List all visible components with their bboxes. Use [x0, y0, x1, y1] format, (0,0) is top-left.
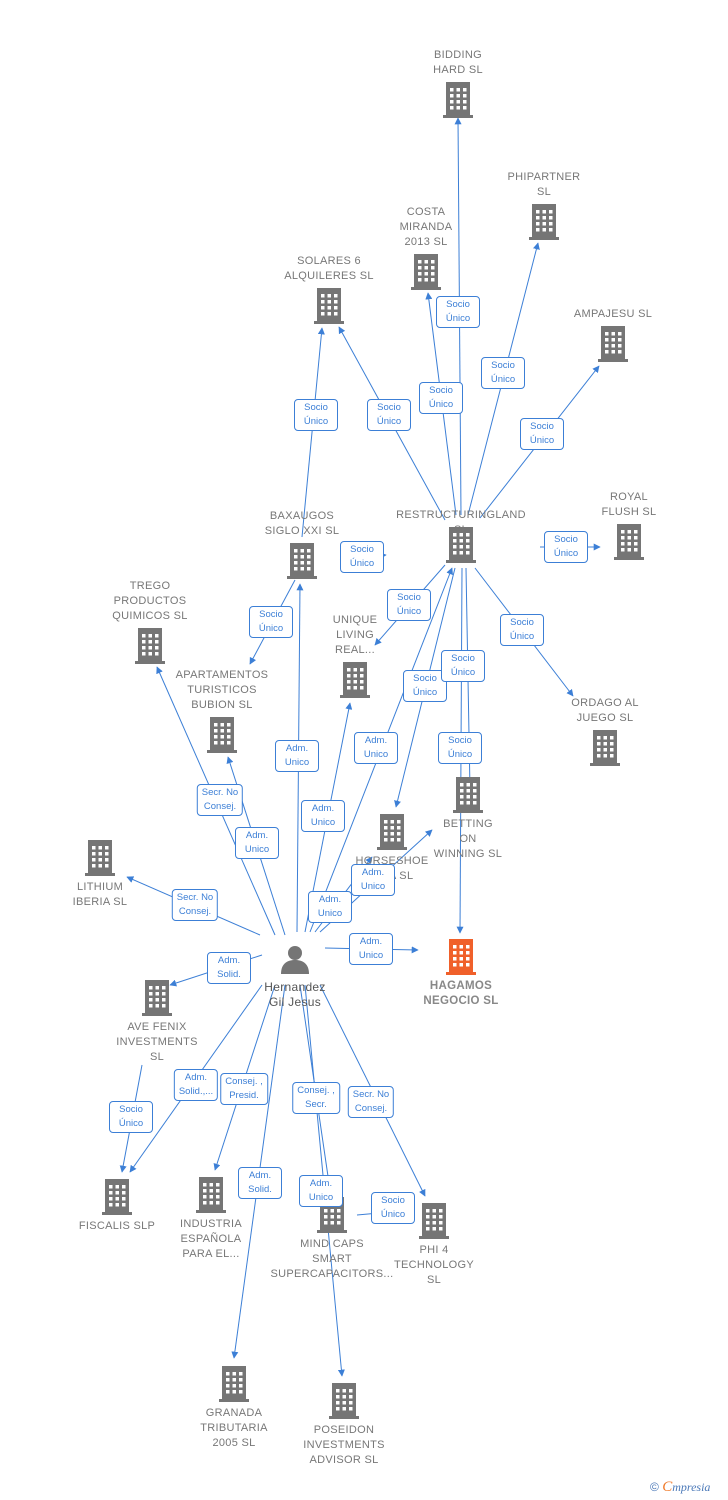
- relation-badge[interactable]: Adm. Unico: [299, 1175, 343, 1207]
- building-icon[interactable]: [196, 1177, 226, 1213]
- relation-badge[interactable]: Secr. No Consej.: [196, 784, 244, 816]
- building-icon[interactable]: [446, 939, 476, 975]
- relation-badge[interactable]: Socio Único: [294, 399, 338, 431]
- company-name[interactable]: LITHIUM IBERIA SL: [72, 881, 128, 908]
- building-icon[interactable]: [207, 717, 237, 753]
- relation-badge[interactable]: Adm. Unico: [349, 933, 393, 965]
- relation-badge[interactable]: Socio Único: [436, 296, 480, 328]
- relation-badge[interactable]: Socio Único: [520, 418, 564, 450]
- relation-badge[interactable]: Socio Único: [367, 399, 411, 431]
- company-name[interactable]: FISCALIS SLP: [78, 1220, 156, 1232]
- building-icon[interactable]: [590, 730, 620, 766]
- relation-badge[interactable]: Consej. , Presid.: [220, 1073, 268, 1105]
- company-name[interactable]: ROYAL FLUSH SL: [601, 491, 657, 518]
- relation-badge[interactable]: Adm. Solid.,...: [173, 1069, 219, 1101]
- building-icon[interactable]: [443, 82, 473, 118]
- relation-badge[interactable]: Adm. Solid.: [238, 1167, 282, 1199]
- company-name[interactable]: APARTAMENTOS TURISTICOS BUBION SL: [175, 669, 269, 711]
- company-name[interactable]: INDUSTRIA ESPAÑOLA PARA EL...: [180, 1218, 242, 1260]
- relation-badge[interactable]: Adm. Unico: [308, 891, 352, 923]
- company-name[interactable]: PHI 4 TECHNOLOGY SL: [393, 1244, 474, 1286]
- company-name[interactable]: BAXAUGOS SIGLO XXI SL: [264, 510, 340, 537]
- person-icon[interactable]: [280, 944, 310, 974]
- building-icon[interactable]: [142, 980, 172, 1016]
- building-icon[interactable]: [287, 543, 317, 579]
- relation-badge[interactable]: Socio Único: [249, 606, 293, 638]
- brand-name: mpresia: [672, 1480, 711, 1494]
- company-name[interactable]: UNIQUE LIVING REAL...: [332, 614, 378, 656]
- relation-badge[interactable]: Socio Único: [371, 1192, 415, 1224]
- company-name[interactable]: BETTING ON WINNING SL: [433, 818, 503, 860]
- company-name[interactable]: MIND CAPS SMART SUPERCAPACITORS...: [270, 1238, 394, 1280]
- relation-badge[interactable]: Socio Único: [441, 650, 485, 682]
- building-icon[interactable]: [446, 527, 476, 563]
- relation-badge[interactable]: Adm. Unico: [301, 800, 345, 832]
- relation-badge[interactable]: Socio Único: [481, 357, 525, 389]
- building-icon[interactable]: [102, 1179, 132, 1215]
- company-name[interactable]: AMPAJESU SL: [573, 308, 653, 320]
- brand-initial: C: [662, 1479, 673, 1495]
- building-icon[interactable]: [329, 1383, 359, 1419]
- company-name[interactable]: BIDDING HARD SL: [433, 49, 483, 76]
- company-name[interactable]: PHIPARTNER SL: [507, 171, 581, 198]
- copyright-symbol: ©: [650, 1480, 659, 1494]
- relation-badge[interactable]: Socio Único: [403, 670, 447, 702]
- relation-badge[interactable]: Socio Único: [109, 1101, 153, 1133]
- footer-brand: © Cmpresia: [650, 1479, 710, 1496]
- relation-badge[interactable]: Socio Único: [438, 732, 482, 764]
- relation-badge[interactable]: Socio Único: [419, 382, 463, 414]
- company-name[interactable]: TREGO PRODUCTOS QUIMICOS SL: [112, 580, 188, 622]
- building-icon[interactable]: [411, 254, 441, 290]
- building-icon[interactable]: [135, 628, 165, 664]
- company-name[interactable]: GRANADA TRIBUTARIA 2005 SL: [200, 1407, 268, 1449]
- edge-baxaugos-to-solares: [301, 327, 325, 538]
- relation-badge[interactable]: Adm. Unico: [351, 864, 395, 896]
- person-name[interactable]: Hernandez Gil Jesus: [264, 980, 326, 1009]
- relation-badge[interactable]: Socio Único: [500, 614, 544, 646]
- company-name[interactable]: SOLARES 6 ALQUILERES SL: [284, 255, 374, 282]
- relation-badge[interactable]: Adm. Unico: [354, 732, 398, 764]
- company-name[interactable]: POSEIDON INVESTMENTS ADVISOR SL: [303, 1424, 385, 1466]
- building-icon[interactable]: [314, 288, 344, 324]
- building-icon[interactable]: [219, 1366, 249, 1402]
- company-name[interactable]: AVE FENIX INVESTMENTS SL: [116, 1021, 198, 1063]
- company-name[interactable]: HAGAMOS NEGOCIO SL: [423, 980, 499, 1007]
- building-icon[interactable]: [598, 326, 628, 362]
- relation-badge[interactable]: Socio Único: [340, 541, 384, 573]
- relation-badge[interactable]: Socio Único: [387, 589, 431, 621]
- relation-badge[interactable]: Secr. No Consej.: [171, 889, 219, 921]
- relation-badge[interactable]: Secr. No Consej.: [347, 1086, 395, 1118]
- building-icon[interactable]: [453, 777, 483, 813]
- relation-badge[interactable]: Adm. Solid.: [207, 952, 251, 984]
- relation-badge[interactable]: Adm. Unico: [275, 740, 319, 772]
- building-icon[interactable]: [377, 814, 407, 850]
- company-name[interactable]: COSTA MIRANDA 2013 SL: [399, 206, 453, 248]
- company-name[interactable]: ORDAGO AL JUEGO SL: [571, 697, 639, 724]
- building-icon[interactable]: [529, 204, 559, 240]
- relation-badge[interactable]: Adm. Unico: [235, 827, 279, 859]
- company-name[interactable]: RESTRUCTURINGLAND SL: [396, 509, 526, 536]
- building-icon[interactable]: [85, 840, 115, 876]
- building-icon[interactable]: [419, 1203, 449, 1239]
- relation-badge[interactable]: Consej. , Secr.: [292, 1082, 340, 1114]
- building-icon[interactable]: [340, 662, 370, 698]
- relation-badge[interactable]: Socio Único: [544, 531, 588, 563]
- building-icon[interactable]: [614, 524, 644, 560]
